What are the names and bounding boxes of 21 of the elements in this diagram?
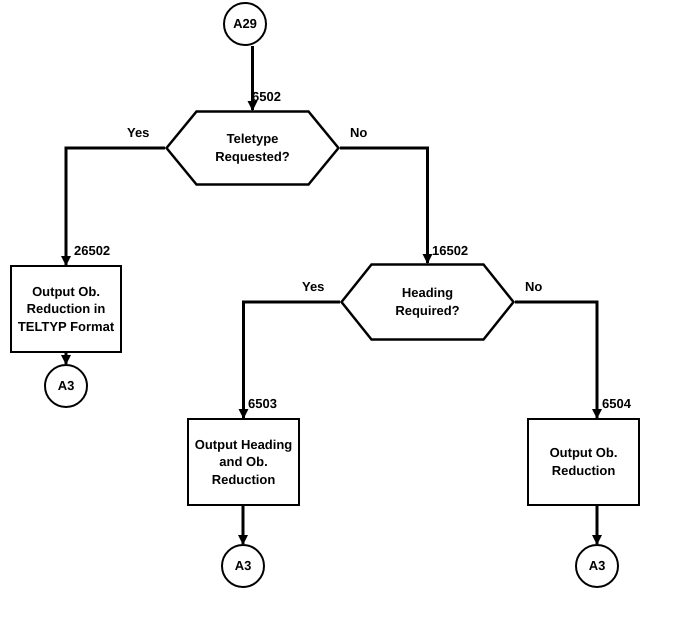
process-box: Output Ob. Reduction in TELTYP Format [10, 265, 122, 353]
arrow [61, 353, 71, 365]
edge-label: No [523, 280, 544, 293]
arrow [592, 506, 602, 545]
edge-label: No [348, 126, 370, 139]
edge-label: Yes [125, 126, 152, 139]
process-box: Output Heading and Ob. Reduction [187, 418, 300, 506]
arrow [238, 300, 340, 419]
edge-label: Yes [300, 280, 326, 293]
arrow [248, 46, 258, 111]
arrow [515, 300, 602, 419]
step-number: 6503 [248, 397, 277, 410]
step-number: 6504 [602, 397, 631, 410]
process-box: Output Ob. Reduction [527, 418, 640, 506]
decision-hexagon: Heading Required? [340, 263, 515, 341]
arrow [238, 506, 248, 545]
arrow [340, 146, 432, 264]
step-number: 16502 [432, 244, 468, 257]
step-number: 26502 [74, 244, 110, 257]
arrow [61, 146, 165, 266]
decision-hexagon: Teletype Requested? [165, 110, 340, 186]
